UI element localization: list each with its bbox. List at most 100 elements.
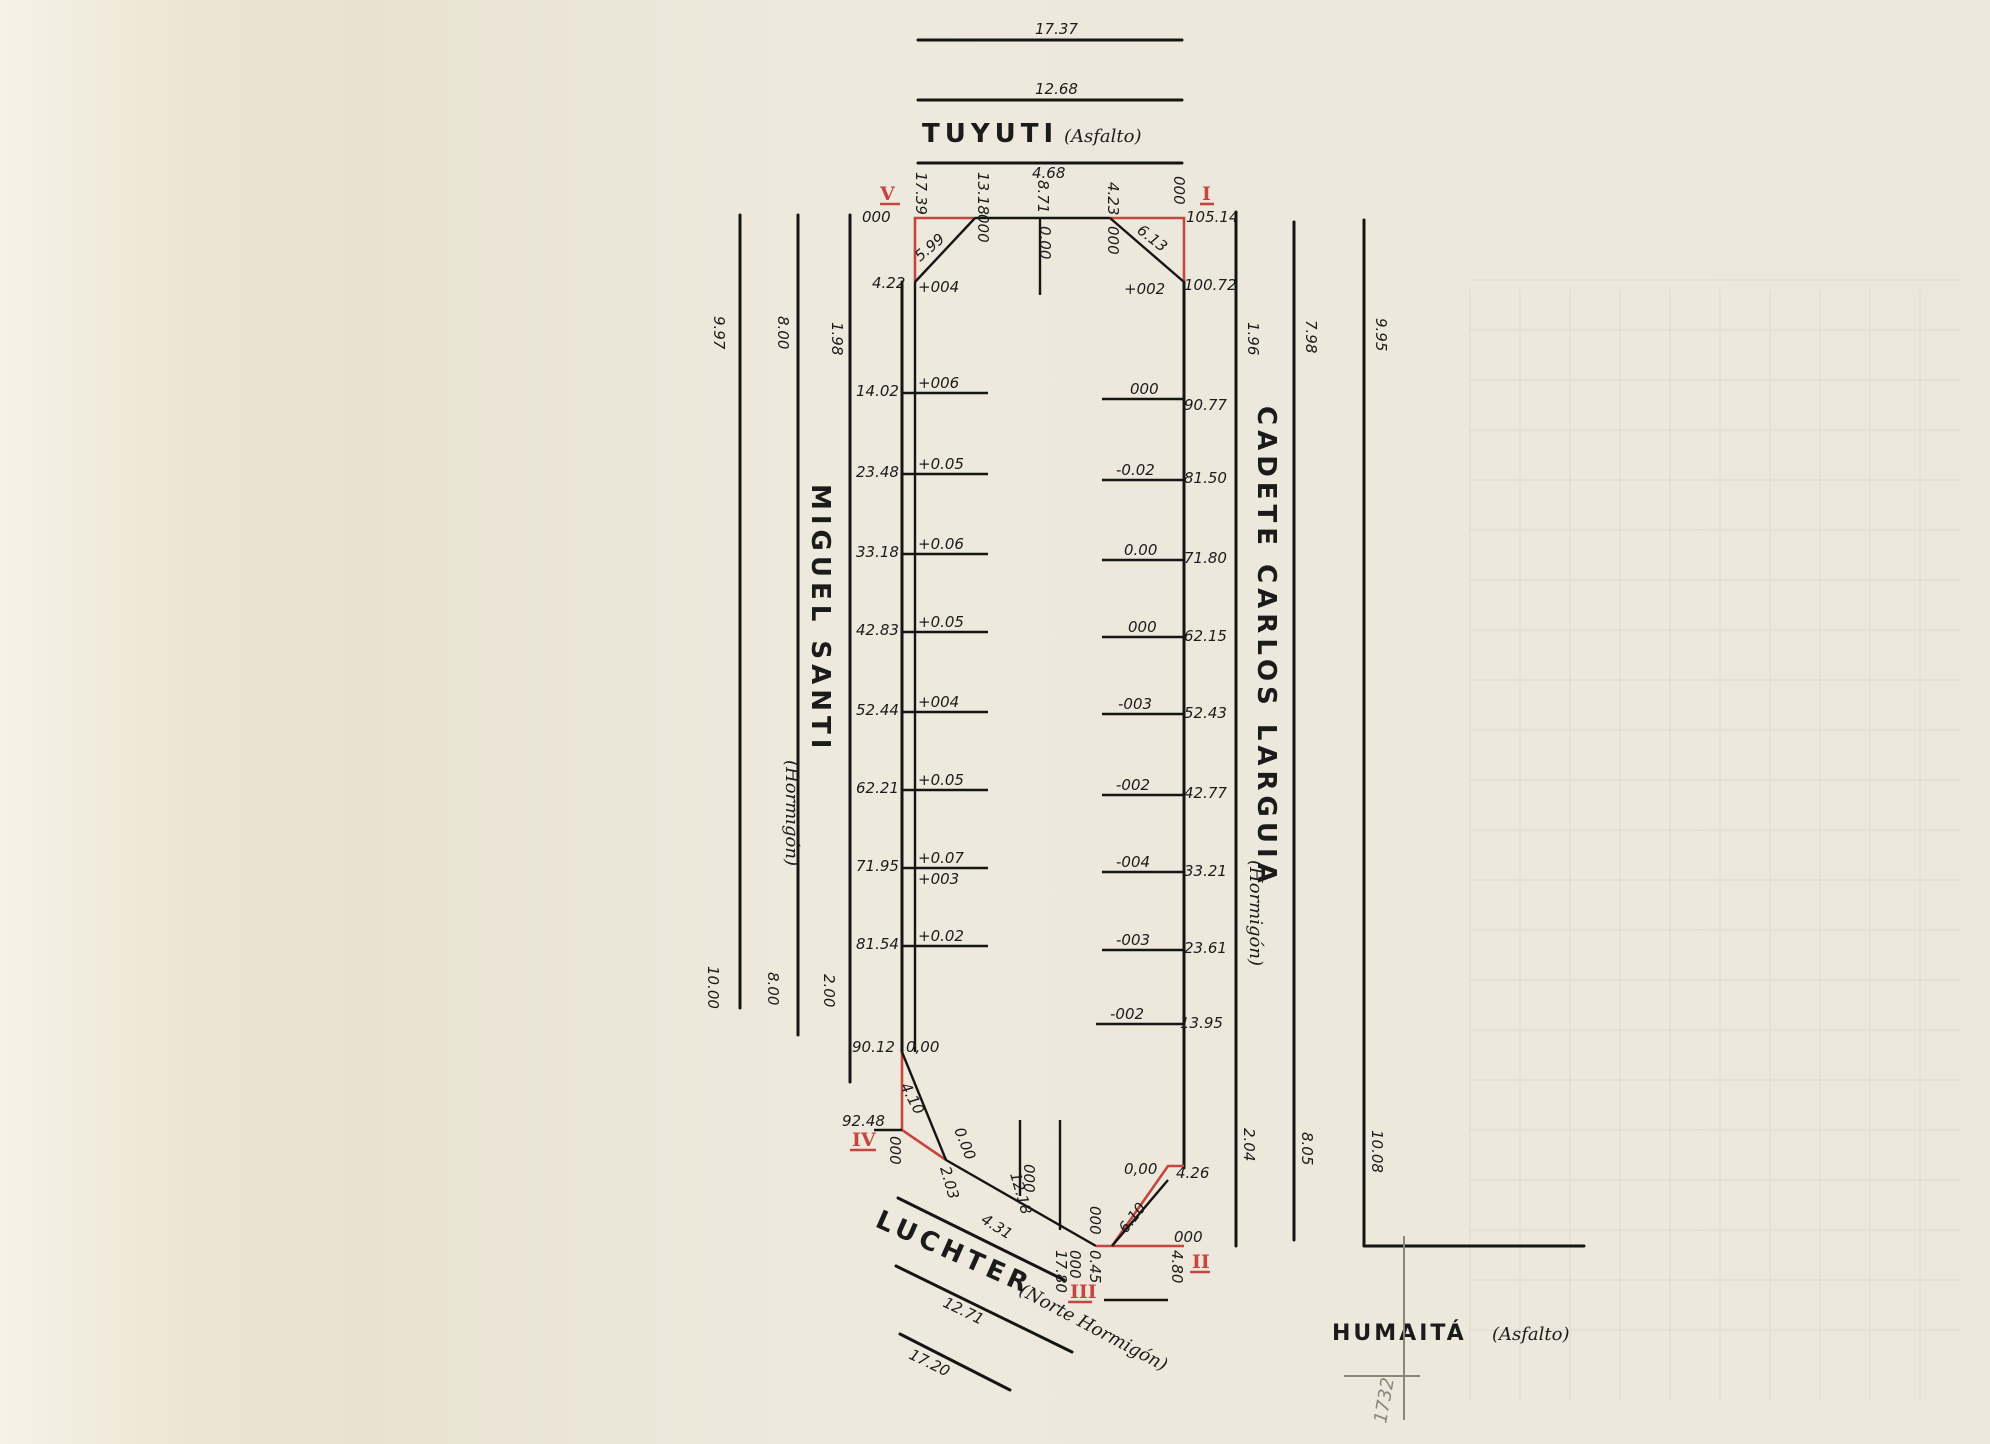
top-outer-width: 17.37 xyxy=(1035,20,1078,38)
paper-grid-vertical xyxy=(1469,290,1921,1400)
left-dist-9: 90.12 xyxy=(852,1038,895,1056)
left-inner-width-top: 1.98 xyxy=(828,322,846,355)
chamfer-v-label: 5.99 xyxy=(911,230,948,265)
diag-zero-label: 0.00 xyxy=(950,1125,979,1163)
right-dist-9: 13.95 xyxy=(1180,1014,1223,1032)
i-zero-label: 000 xyxy=(1104,226,1122,255)
v-zero3-label: 000 xyxy=(862,208,891,226)
right-off-2: -0.02 xyxy=(1116,461,1155,479)
right-off-6: -002 xyxy=(1116,776,1150,794)
luchter-outer-line xyxy=(898,1332,1012,1392)
right-inner-width-top: 1.96 xyxy=(1244,322,1262,355)
ii-zero-label: 0,00 xyxy=(1124,1160,1157,1178)
i-end-label: 105.14 xyxy=(1186,208,1239,226)
i-zero2-label: 000 xyxy=(1170,176,1188,205)
left-dist-4: 42.83 xyxy=(856,621,899,639)
right-inner-width-bot: 2.04 xyxy=(1240,1128,1258,1161)
left-off-4: +0.05 xyxy=(918,613,964,631)
left-dist-7: 71.95 xyxy=(856,857,899,875)
street-tuyuti-name: TUYUTI xyxy=(922,119,1058,149)
street-humaita-surface: (Asfalto) xyxy=(1492,1324,1570,1345)
vertex-ii-diagonal xyxy=(1111,1179,1169,1247)
vertex-ii-chamfer xyxy=(1110,1164,1184,1247)
iv-b-label: 2.03 xyxy=(936,1164,963,1201)
left-dist-3: 33.18 xyxy=(856,543,899,561)
archive-number: 1732 xyxy=(1370,1376,1399,1425)
left-off-7: +0.07 xyxy=(918,849,964,867)
vertex-i-diagonal xyxy=(1109,217,1185,283)
left-mid-width-bot: 8.00 xyxy=(764,972,782,1005)
vertex-iii-label: III xyxy=(1070,1281,1097,1303)
iii-d-label: 0.45 xyxy=(1086,1250,1104,1283)
street-larguia-name: CADETE CARLOS LARGUIA xyxy=(1251,406,1281,888)
v-left-label: 17.39 xyxy=(912,172,930,215)
vertex-ii-label: II xyxy=(1192,1251,1210,1273)
ii-len-label: 4.80 xyxy=(1168,1250,1186,1283)
i-ofs-delta: +002 xyxy=(1124,280,1165,298)
lot-zero-label: 000 xyxy=(1020,1164,1038,1193)
right-dist-3: 71.80 xyxy=(1184,549,1227,567)
left-ticks xyxy=(902,391,988,948)
left-off-7b: +003 xyxy=(918,870,959,888)
right-outer-width-top: 9.95 xyxy=(1372,318,1390,351)
right-dist-5: 52.43 xyxy=(1184,704,1227,722)
left-off-9: 0,00 xyxy=(906,1038,939,1056)
right-outer-width-bot: 10.08 xyxy=(1368,1130,1386,1173)
v-mid-label: 13.18 xyxy=(974,172,992,215)
left-off-6: +0.05 xyxy=(918,771,964,789)
right-off-4: 000 xyxy=(1128,618,1157,636)
paper-grid xyxy=(1470,279,1960,1331)
left-off-2: +0.05 xyxy=(918,455,964,473)
right-off-3: 0.00 xyxy=(1124,541,1157,559)
left-dist-2: 23.48 xyxy=(856,463,899,481)
luchter-inner-line xyxy=(894,1264,1074,1354)
left-off-3: +0.06 xyxy=(918,535,964,553)
left-inner-width-bot: 2.00 xyxy=(820,974,838,1007)
right-dist-2: 81.50 xyxy=(1184,469,1227,487)
vertex-v-label: V xyxy=(879,183,896,205)
iii-b-label: 000 xyxy=(1066,1250,1084,1279)
right-off-9: -002 xyxy=(1110,1005,1144,1023)
v-cut-label: 8.71 xyxy=(1034,180,1052,213)
iii-c-label: 17.80 xyxy=(1052,1250,1070,1293)
right-off-1: 000 xyxy=(1130,380,1159,398)
v-zero1-label: 000 xyxy=(974,214,992,243)
left-off-8: +0.02 xyxy=(918,927,964,945)
iii-a-label: 000 xyxy=(1086,1206,1104,1235)
v-ofs-delta: +004 xyxy=(918,278,959,296)
top-lot-width: 4.68 xyxy=(1032,164,1065,182)
vertex-i-chamfer xyxy=(1110,216,1186,282)
right-dist-7: 33.21 xyxy=(1184,862,1227,880)
luchter-curb-line xyxy=(896,1196,1066,1282)
lot-diag-label: 4.31 xyxy=(978,1210,1016,1243)
street-santi-surface: (Hormigón) xyxy=(781,760,802,866)
right-off-7: -004 xyxy=(1116,853,1150,871)
luchter-lot-line xyxy=(945,1158,1097,1248)
iv-zero-label: 000 xyxy=(886,1136,904,1165)
i-cut-label: 4.23 xyxy=(1104,182,1122,215)
chamfer-i-label: 6.13 xyxy=(1134,221,1171,256)
vertex-i-label: I xyxy=(1202,183,1211,205)
left-dist-8: 81.54 xyxy=(856,935,899,953)
right-dist-1: 90.77 xyxy=(1184,396,1227,414)
i-ofs-label: 100.72 xyxy=(1184,276,1237,294)
top-inner-width: 12.68 xyxy=(1035,80,1078,98)
right-mid-width-top: 7.98 xyxy=(1302,320,1320,353)
street-larguia-surface: (Hormigón) xyxy=(1245,860,1266,966)
vertex-iv-diagonal xyxy=(900,1051,948,1161)
street-humaita-name: HUMAITÁ xyxy=(1332,1320,1467,1346)
ii-chamfer-label: 6.10 xyxy=(1115,1199,1150,1236)
left-mid-width-top: 8.00 xyxy=(774,316,792,349)
right-mid-width-bot: 8.05 xyxy=(1298,1132,1316,1165)
left-dist-6: 62.21 xyxy=(856,779,899,797)
street-tuyuti-surface: (Asfalto) xyxy=(1064,126,1142,147)
left-outer-width-top: 9.97 xyxy=(710,316,728,350)
v-zero2-label: 0.00 xyxy=(1036,226,1054,259)
right-ticks xyxy=(1096,397,1184,1026)
vertex-v-chamfer xyxy=(913,216,975,282)
vertex-v-diagonal xyxy=(914,217,976,283)
ii-ofs-label: 4.26 xyxy=(1176,1164,1209,1182)
vertex-iv-label: IV xyxy=(852,1129,877,1151)
